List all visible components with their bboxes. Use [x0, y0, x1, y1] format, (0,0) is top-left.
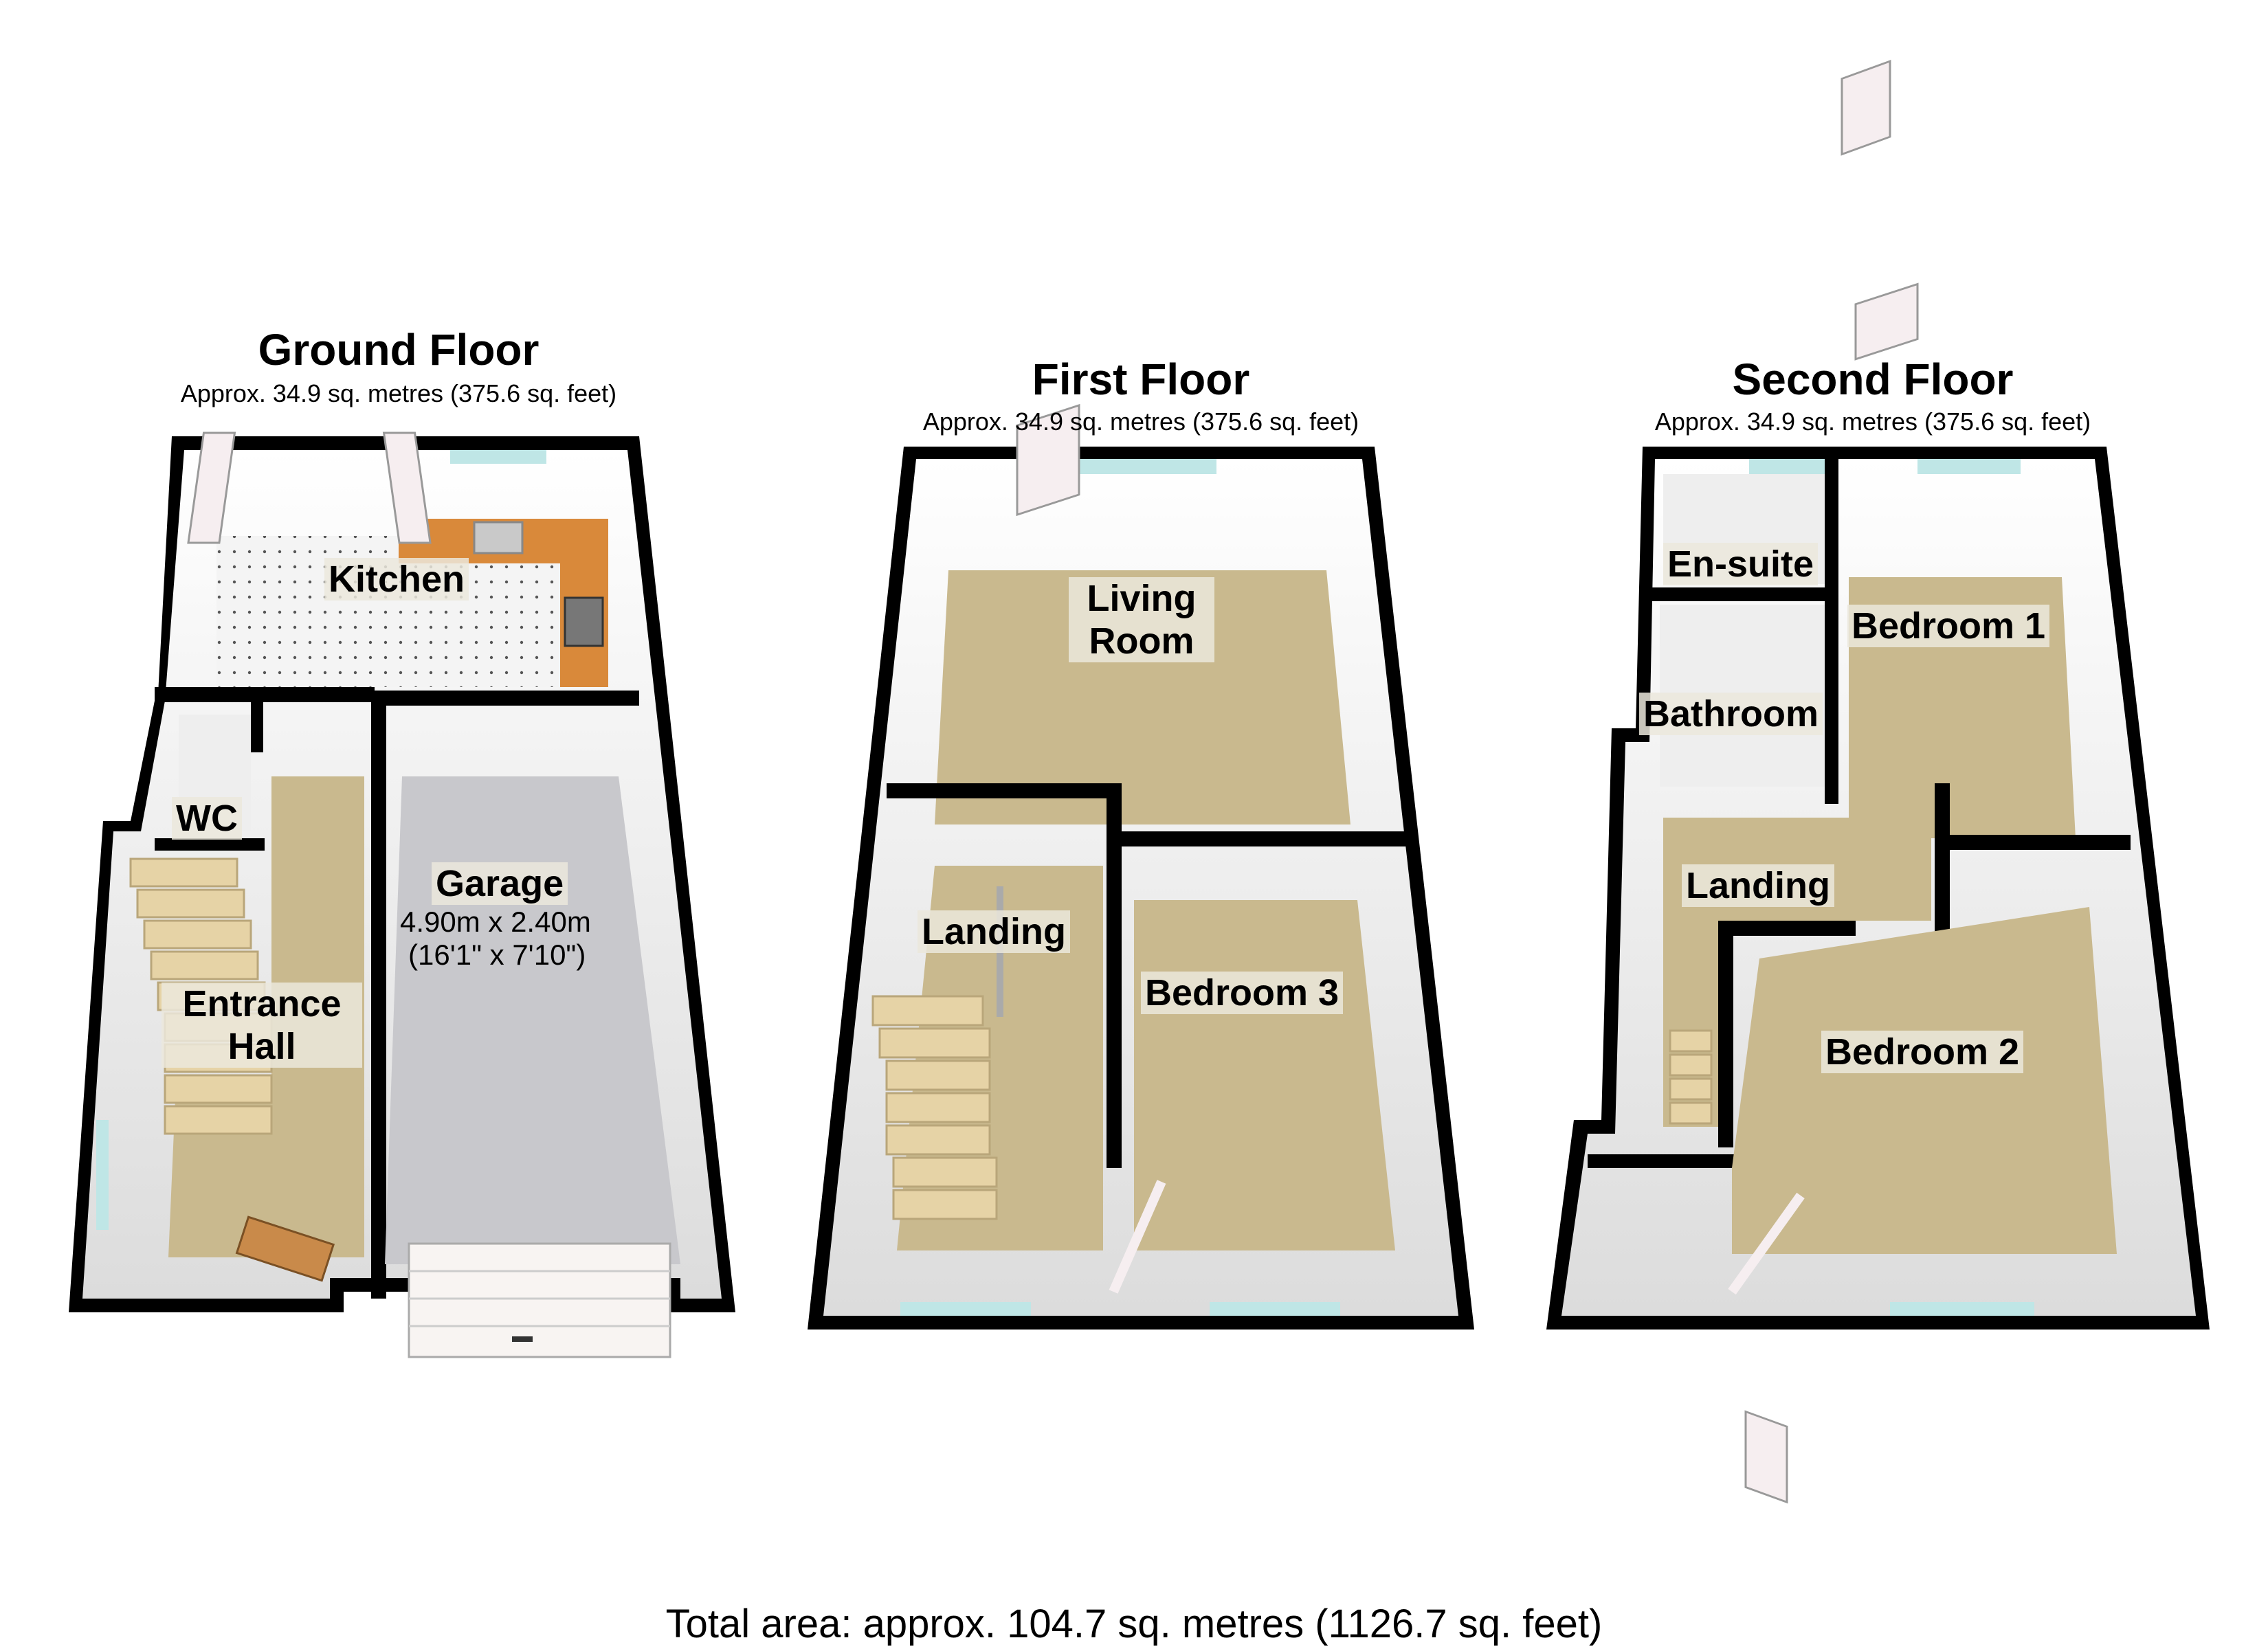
bedroom2-top-wall [1732, 921, 1856, 936]
second-floor-title: Second Floor [1732, 355, 2014, 404]
ensuite-bathroom-wall [1649, 587, 1835, 601]
second-floor-plan [1546, 60, 2210, 1504]
entrance-hall-line2: Hall [227, 1026, 296, 1067]
second-bottom-window [1890, 1302, 2034, 1316]
room-label-second-landing: Landing [1682, 864, 1834, 907]
living-room-line1: Living [1087, 578, 1197, 619]
bedroom1-window [1917, 459, 2021, 474]
room-label-bedroom2: Bedroom 2 [1821, 1031, 2024, 1073]
second-bottom-door [1728, 1192, 1805, 1295]
living-room-window [1065, 459, 1216, 474]
room-label-entrance-hall: Entrance Hall [162, 983, 362, 1068]
first-floor-plan [808, 403, 1474, 1330]
room-label-bedroom3: Bedroom 3 [1141, 972, 1344, 1014]
kitchen-garden-door-left [187, 431, 236, 544]
first-bottom-window-right [1210, 1302, 1340, 1316]
ensuite-window [1749, 459, 1832, 474]
front-door [235, 1215, 335, 1282]
second-floor-area: Approx. 34.9 sq. metres (375.6 sq. feet) [1654, 407, 2091, 436]
bedroom1-side-wall [1935, 783, 1950, 941]
ground-floor-title: Ground Floor [258, 325, 540, 374]
room-label-living-room: Living Room [1069, 577, 1214, 662]
living-room-line2: Room [1089, 620, 1194, 662]
room-label-bathroom: Bathroom [1639, 693, 1823, 735]
garage-door [408, 1242, 671, 1358]
kitchen-floor [216, 536, 608, 687]
bedroom2-door [1854, 282, 1919, 361]
first-bottom-window-left [900, 1302, 1031, 1316]
first-floor-area: Approx. 34.9 sq. metres (375.6 sq. feet) [922, 407, 1359, 436]
garage-top-wall [371, 691, 639, 706]
second-landing-wall [1718, 921, 1733, 1147]
bedroom3-door [1109, 1180, 1166, 1294]
ground-internal-wall [155, 687, 375, 702]
second-floor-stairs [1669, 1029, 1713, 1125]
room-label-wc: WC [172, 797, 242, 840]
first-floor-stairs [871, 995, 998, 1220]
bedroom1-door [1841, 60, 1891, 156]
ground-floor-area: Approx. 34.9 sq. metres (375.6 sq. feet) [180, 379, 617, 407]
entrance-hall-floor [168, 776, 364, 1257]
bathroom-right-wall [1825, 447, 1838, 804]
garage-dimensions-metric: 4.90m x 2.40m [400, 906, 591, 938]
total-area: Total area: approx. 104.7 sq. metres (11… [665, 1602, 1603, 1646]
bedroom3-floor [1134, 900, 1395, 1250]
garage-left-wall [371, 691, 386, 1299]
first-living-divider-right [1120, 831, 1409, 846]
ground-front-window [96, 1120, 109, 1230]
living-room-floor [935, 570, 1350, 824]
garage-dimensions-imperial: (16'1" x 7'10") [408, 939, 586, 971]
kitchen-window [450, 450, 546, 464]
bedroom1-bottom-wall [1945, 835, 2131, 850]
kitchen-sink [473, 521, 524, 554]
wc-bottom-wall [155, 838, 265, 851]
bathroom-door [1744, 1410, 1788, 1504]
second-landing-bottom-wall [1588, 1154, 1739, 1168]
first-living-divider-left [887, 783, 1120, 798]
room-label-bedroom1: Bedroom 1 [1847, 605, 2050, 647]
kitchen-hob [564, 596, 604, 647]
living-room-door [1016, 403, 1080, 517]
kitchen-garden-door-right [382, 431, 432, 544]
entrance-hall-line1: Entrance [182, 983, 342, 1024]
room-label-garage: Garage [432, 862, 568, 905]
room-label-ensuite: En-suite [1663, 543, 1819, 585]
room-label-first-landing: Landing [918, 910, 1070, 953]
first-landing-wall [1107, 783, 1122, 1168]
first-floor-title: First Floor [1032, 355, 1250, 404]
bedroom2-floor [1732, 907, 2117, 1254]
room-label-kitchen: Kitchen [324, 558, 469, 601]
wc-right-wall [251, 694, 263, 752]
